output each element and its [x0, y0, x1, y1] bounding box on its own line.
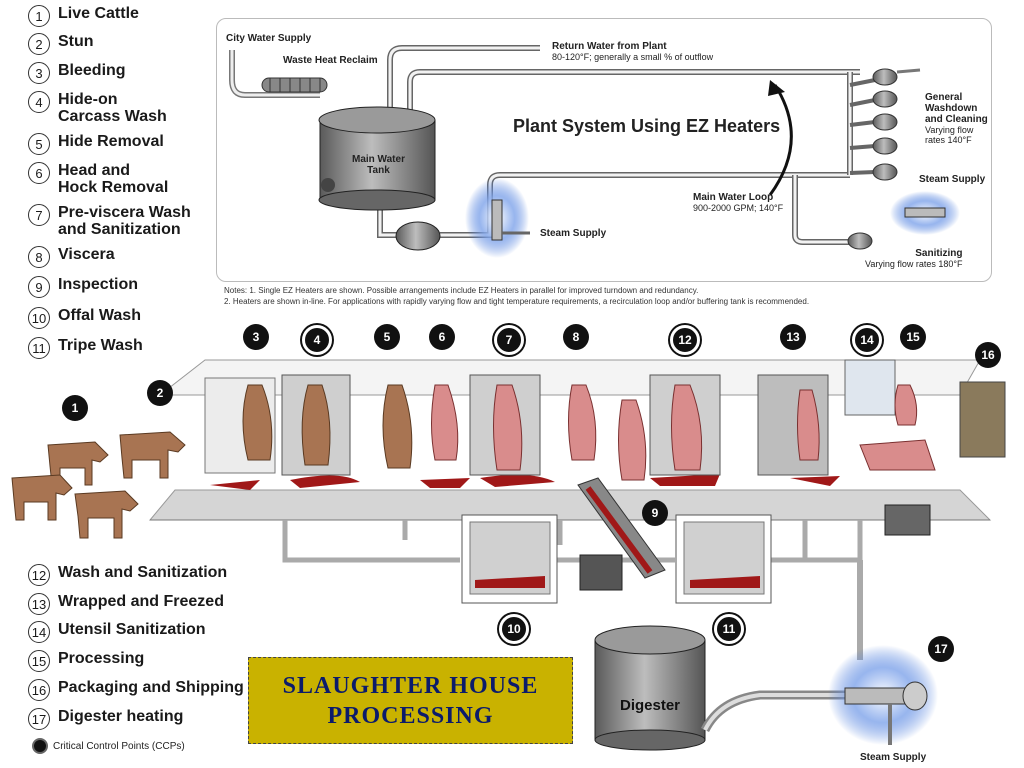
- steam-supply-label-1: Steam Supply: [540, 228, 607, 239]
- step-badge-14: 14: [852, 325, 882, 355]
- plant-notes: Notes: 1. Single EZ Heaters are shown. P…: [224, 286, 810, 306]
- step-badge-1: 1: [62, 395, 88, 421]
- pump-icon: [395, 221, 441, 251]
- step-badge-2: 2: [147, 380, 173, 406]
- washdown-nozzles: [847, 68, 921, 250]
- flow-arrow-icon: [768, 84, 793, 196]
- step-badge-6: 6: [429, 324, 455, 350]
- step-badge-7: 7: [494, 325, 524, 355]
- plant-heading: Plant System Using EZ Heaters: [513, 116, 781, 136]
- ez-heater-3-icon: [844, 687, 906, 705]
- step-badge-5: 5: [374, 324, 400, 350]
- page-title: SLAUGHTER HOUSE PROCESSING: [248, 657, 573, 744]
- step-badge-16: 16: [975, 342, 1001, 368]
- step-badge-13: 13: [780, 324, 806, 350]
- step-badge-12: 12: [670, 325, 700, 355]
- waste-heat-label: Waste Heat Reclaim: [283, 55, 378, 66]
- ccp-legend: Critical Control Points (CCPs): [32, 738, 185, 754]
- main-tank-label: Main Water Tank: [352, 154, 405, 176]
- step-badge-15: 15: [900, 324, 926, 350]
- steam-supply-label-2: Steam Supply: [919, 174, 986, 185]
- step-badge-10: 10: [499, 614, 529, 644]
- steam-supply-label-bottom: Steam Supply: [860, 752, 927, 763]
- digester-label: Digester: [620, 697, 681, 714]
- step-badge-11: 11: [714, 614, 744, 644]
- carcasses: [242, 384, 936, 481]
- step-badge-8: 8: [563, 324, 589, 350]
- step-badge-4: 4: [302, 325, 332, 355]
- live-cattle: [11, 431, 186, 539]
- digester-tank: [594, 560, 863, 751]
- step-badge-17: 17: [928, 636, 954, 662]
- main-water-tank: [318, 106, 436, 211]
- ccp-dot-icon: [32, 738, 48, 754]
- step-badge-9: 9: [642, 500, 668, 526]
- ez-heater-2-icon: [904, 207, 946, 218]
- city-water-label: City Water Supply: [226, 33, 312, 44]
- ez-heater-1-icon: [491, 199, 503, 241]
- step-badge-3: 3: [243, 324, 269, 350]
- waste-heat-coil: [261, 77, 328, 93]
